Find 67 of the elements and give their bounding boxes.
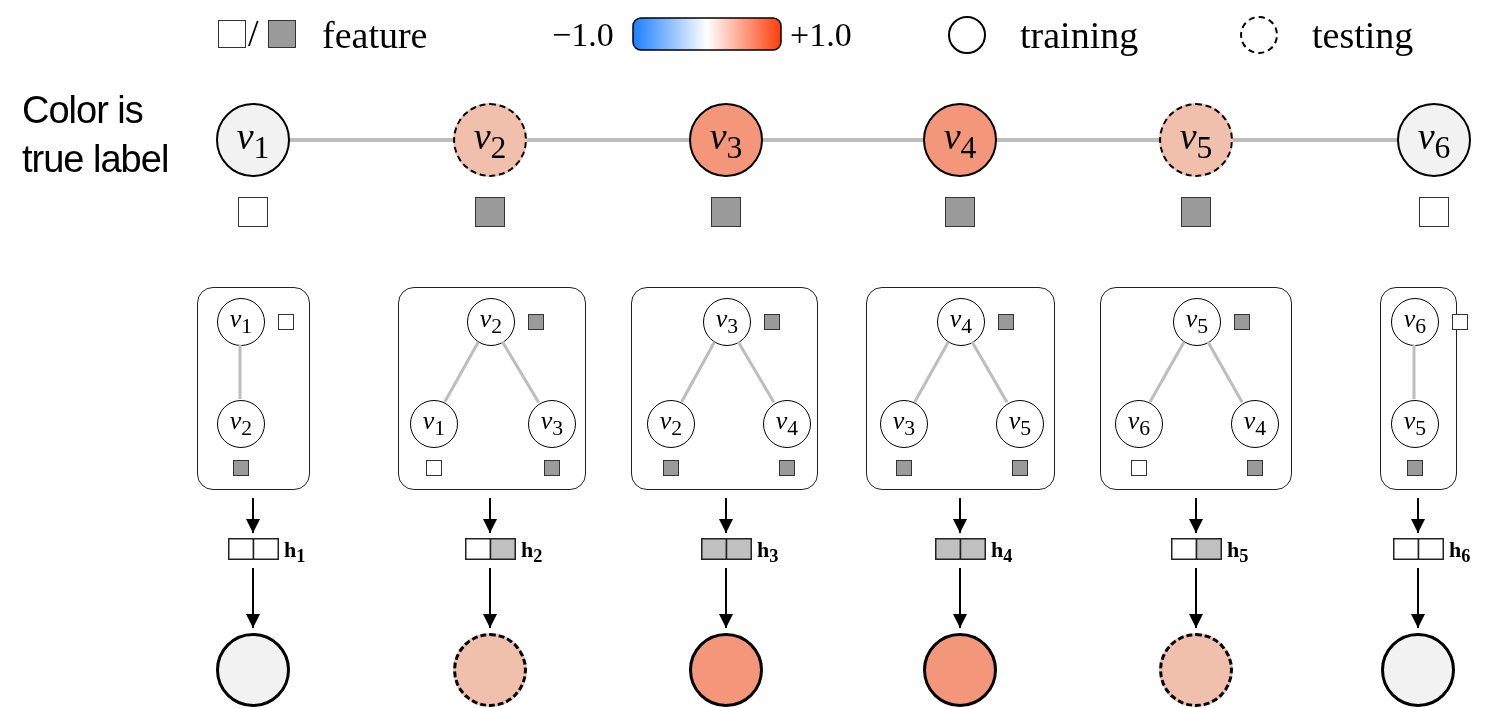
arrow [483,497,497,534]
legend-text: testing [1312,16,1414,54]
vertex-circle: v$_{5}$ [1391,400,1439,448]
colorbar-max-label: +1.0 [790,18,852,52]
arrow [246,497,260,534]
vertex-circle: v$_{5}$ [996,400,1044,448]
graph-edge [763,138,923,142]
vertex-circle: v$_{2}$ [453,103,527,177]
vertex-circle: v$_{6}$ [1391,298,1439,346]
arrow [953,567,967,629]
legend-text: training [1020,16,1139,54]
vector-label: h$_{5}$ [1227,539,1249,566]
slash-separator: / [248,14,259,52]
arrow [719,567,733,629]
graph-edge [1233,138,1397,142]
vector-label: h$_{6}$ [1449,539,1471,566]
vertex-circle: v$_{5}$ [1159,103,1233,177]
arrow [1411,567,1425,629]
vertex-circle: v$_{6}$ [1397,103,1471,177]
graph-edge [970,341,1009,403]
vector-label: h$_{2}$ [521,539,543,566]
graph-edge [1206,341,1244,403]
arrow [953,497,967,534]
arrow [246,567,260,629]
vertex-circle: v$_{3}$ [528,400,576,448]
vertex-circle: v$_{6}$ [1115,400,1163,448]
vertex-circle: v$_{4}$ [1231,400,1279,448]
vertex-circle: v$_{3}$ [703,298,751,346]
arrow [719,497,733,534]
graph-edge [680,341,716,403]
arrow [1189,567,1203,629]
graph-edge [1148,341,1186,403]
vector-label: h$_{1}$ [284,539,306,566]
vector-label: h$_{3}$ [757,539,779,566]
arrow [1189,497,1203,534]
vertex-circle: v$_{2}$ [217,400,265,448]
vertex-circle: v$_{4}$ [763,400,811,448]
neighborhood-box [1100,287,1292,490]
graph-edge [290,138,453,142]
neighborhood-box [197,287,310,490]
vertex-circle: v$_{1}$ [410,400,458,448]
vertex-circle: v$_{2}$ [467,298,515,346]
graph-edge [913,341,950,403]
colorbar-min-label: −1.0 [552,18,614,52]
neighborhood-box [398,287,586,490]
arrow [1411,497,1425,534]
vertex-circle: v$_{4}$ [937,298,985,346]
vector-label: h$_{4}$ [991,539,1013,566]
vertex-circle: v$_{1}$ [216,103,290,177]
vertex-circle: v$_{4}$ [923,103,997,177]
vertex-circle: v$_{3}$ [689,103,763,177]
neighborhood-box [866,287,1055,490]
graph-edge [238,345,242,399]
graph-edge [527,138,689,142]
graph-edge [443,341,480,403]
arrow [483,567,497,629]
graph-edge [501,340,540,404]
vertex-circle: v$_{3}$ [880,400,928,448]
vertex-circle: v$_{5}$ [1173,298,1221,346]
legend-text: feature [322,16,428,54]
graph-edge [736,340,776,404]
neighborhood-box [631,287,818,490]
graph-edge [1412,345,1416,399]
vertex-circle: v$_{2}$ [647,400,695,448]
graph-edge [997,138,1159,142]
note-text: Color is true label [22,88,170,183]
vertex-circle: v$_{1}$ [217,298,265,346]
